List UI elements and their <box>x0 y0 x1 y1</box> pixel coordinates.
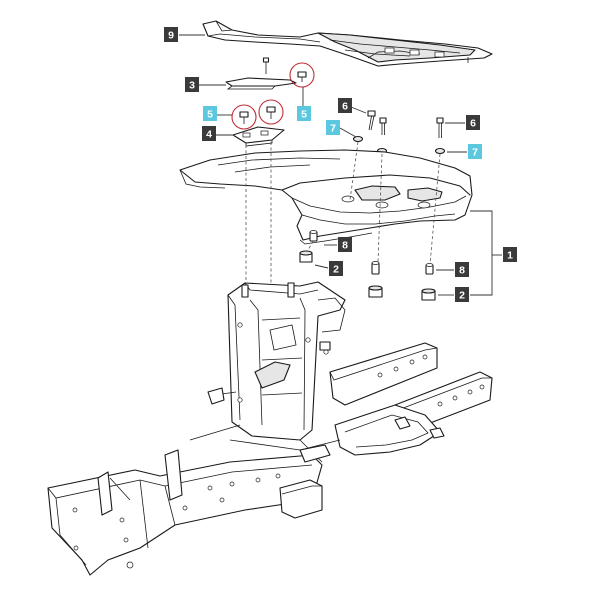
alignment-lines <box>245 141 441 300</box>
highlight-ring <box>289 62 315 88</box>
callout-2: 2 <box>329 261 343 276</box>
callout-box <box>164 27 178 42</box>
callout-label: 6 <box>342 101 348 113</box>
callout-label: 5 <box>301 109 307 121</box>
callout-label: 8 <box>342 240 348 252</box>
callout-3: 3 <box>185 77 199 92</box>
callout-box <box>326 120 340 135</box>
callout-label: 5 <box>207 109 213 121</box>
callout-box <box>503 247 517 262</box>
callout-label: 4 <box>206 129 212 141</box>
callout-box <box>468 144 482 159</box>
callout-7: 7 <box>326 120 340 135</box>
highlight-ring <box>231 104 257 130</box>
callout-box <box>455 287 469 302</box>
callout-box <box>329 261 343 276</box>
callout-8: 8 <box>338 237 352 252</box>
callout-box <box>338 237 352 252</box>
callout-5: 5 <box>203 106 217 121</box>
callout-label: 2 <box>459 290 465 302</box>
callout-box <box>338 98 352 113</box>
callout-7: 7 <box>468 144 482 159</box>
callout-label: 7 <box>330 123 336 135</box>
spacer-plate <box>232 126 285 147</box>
leader-lines <box>179 34 502 296</box>
callout-label: 1 <box>507 250 513 262</box>
bolts-and-washers <box>352 110 446 155</box>
callout-9: 9 <box>164 27 178 42</box>
screw-set <box>231 62 315 130</box>
callout-2: 2 <box>455 287 469 302</box>
callout-box <box>185 77 199 92</box>
callout-box <box>203 106 217 121</box>
callout-label: 8 <box>459 265 465 277</box>
callout-4: 4 <box>202 126 216 141</box>
callout-8: 8 <box>455 262 469 277</box>
chassis-frame <box>47 281 493 576</box>
highlight-ring <box>258 99 284 125</box>
callout-label: 6 <box>470 118 476 130</box>
callout-6: 6 <box>466 115 480 130</box>
seat-pan <box>179 149 473 245</box>
callout-box <box>202 126 216 141</box>
callout-label: 2 <box>333 264 339 276</box>
callout-1: 1 <box>503 247 517 262</box>
callout-label: 3 <box>189 80 195 92</box>
callout-label: 7 <box>472 147 478 159</box>
top-cover-plate <box>202 20 493 67</box>
callout-box <box>466 115 480 130</box>
callout-box <box>297 106 311 121</box>
mounting-bracket <box>225 57 297 90</box>
spacers-and-bumpers <box>299 230 436 301</box>
callout-box <box>455 262 469 277</box>
callout-label: 9 <box>168 30 174 42</box>
callout-6: 6 <box>338 98 352 113</box>
callout-5: 5 <box>297 106 311 121</box>
